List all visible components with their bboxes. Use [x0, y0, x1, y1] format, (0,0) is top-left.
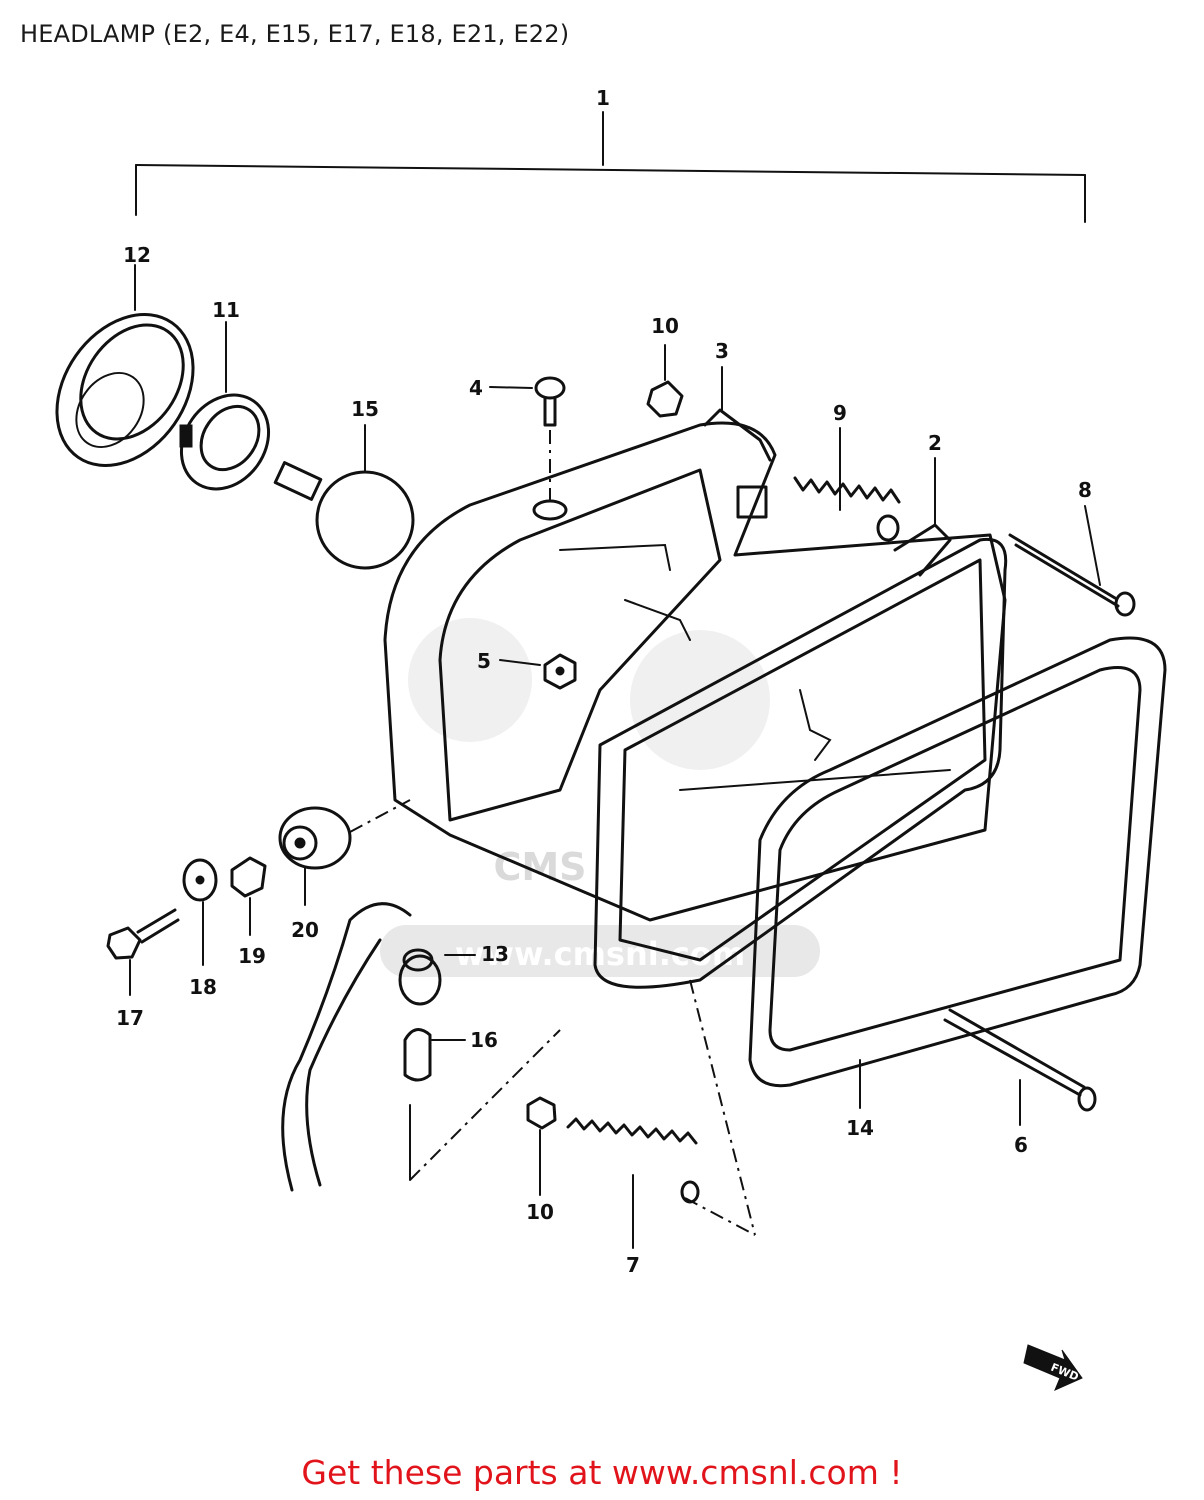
part-13-wiring [281, 902, 476, 1192]
headlamp-exploded-diagram: CMS www.cmsnl.com [55, 86, 1167, 1391]
part-15-bulb [273, 424, 415, 570]
callout-10-bottom: 10 [526, 1200, 554, 1224]
callout-6: 6 [1014, 1133, 1028, 1157]
callout-8: 8 [1078, 478, 1092, 502]
watermark-url: www.cmsnl.com [455, 935, 745, 973]
callout-labels: 1 2 3 4 5 6 7 8 9 10 10 11 12 13 14 15 1… [116, 86, 1092, 1277]
callout-19: 19 [238, 944, 266, 968]
callout-20: 20 [291, 918, 319, 942]
callout-3: 3 [715, 339, 729, 363]
cms-watermark: CMS www.cmsnl.com [380, 618, 820, 977]
page-title: HEADLAMP (E2, E4, E15, E17, E18, E21, E2… [20, 20, 570, 48]
part-7-spring [566, 979, 756, 1249]
callout-14: 14 [846, 1116, 874, 1140]
part-10-nut-bottom [526, 1096, 557, 1196]
part-20-grommet [278, 799, 411, 906]
part-11-ring [179, 321, 271, 491]
part-17-bolt [106, 908, 180, 996]
callout-1: 1 [596, 86, 610, 110]
callout-10-top: 10 [651, 314, 679, 338]
callout-15: 15 [351, 397, 379, 421]
part-8-screw [1008, 505, 1136, 617]
footer-link[interactable]: Get these parts at www.cmsnl.com ! [301, 1453, 903, 1492]
part-16-bulb [403, 1028, 561, 1181]
callout-5: 5 [477, 649, 491, 673]
watermark-logo: CMS [493, 845, 586, 889]
part-10-nut-top [646, 344, 684, 418]
callout-16: 16 [470, 1028, 498, 1052]
part-6-screw [943, 1008, 1097, 1126]
callout-11: 11 [212, 298, 240, 322]
part-sealed-beam [593, 537, 1008, 989]
part-12-cap [55, 264, 195, 467]
part-18-washer [182, 858, 218, 966]
callout-18: 18 [189, 975, 217, 999]
callout-12: 12 [123, 243, 151, 267]
assembly-bracket [135, 111, 1086, 223]
part-9-spring [793, 427, 901, 542]
callout-2: 2 [928, 431, 942, 455]
callout-4: 4 [469, 376, 483, 400]
callout-7: 7 [626, 1253, 640, 1277]
part-3-bracket [703, 366, 772, 519]
part-4-screw [489, 376, 568, 521]
part-14-rim [748, 636, 1167, 1109]
callout-17: 17 [116, 1006, 144, 1030]
callout-13: 13 [481, 942, 509, 966]
callout-9: 9 [833, 401, 847, 425]
part-2-tab [893, 457, 952, 577]
part-19-collar [230, 856, 267, 936]
part-5-nut [499, 653, 577, 690]
fwd-arrow-icon: FWD [1023, 1344, 1083, 1391]
